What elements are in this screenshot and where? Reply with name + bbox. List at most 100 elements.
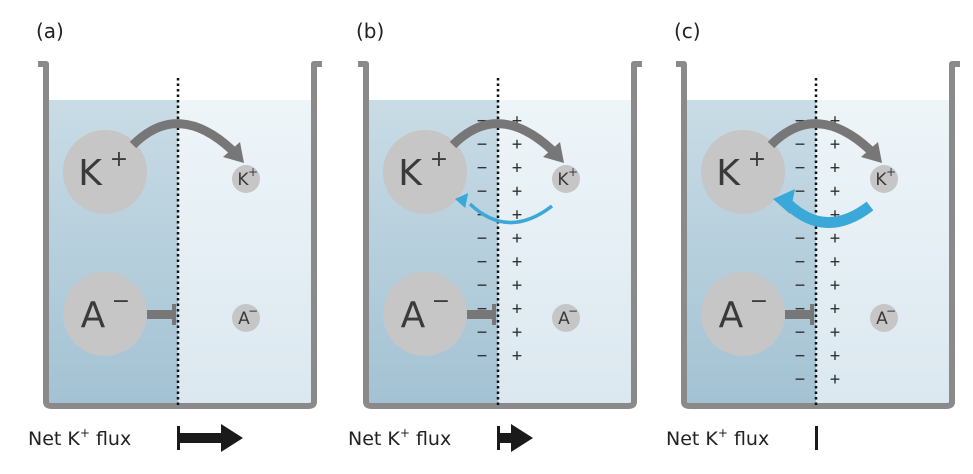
potassium-ion-charge: + — [886, 165, 896, 179]
negative-charge: − — [795, 370, 805, 390]
negative-charge: − — [795, 252, 805, 272]
flux-arrowhead — [221, 424, 243, 452]
positive-charge: + — [830, 346, 840, 366]
positive-charge: + — [512, 182, 522, 202]
diffusion-arrow — [449, 119, 556, 154]
negative-charge: − — [477, 276, 487, 296]
anion-left — [383, 272, 467, 356]
positive-charge: + — [830, 276, 840, 296]
flux-arrow-shaft — [500, 433, 514, 443]
net-flux-label-post: flux — [728, 428, 769, 450]
positive-charge: + — [512, 111, 522, 131]
anion-blocked-cap — [172, 304, 176, 325]
anion-blocked-cap — [492, 304, 496, 325]
negative-charge: − — [477, 229, 487, 249]
positive-charge: + — [512, 252, 522, 272]
potassium-ion-symbol: K — [875, 170, 887, 190]
negative-charge: − — [477, 111, 487, 131]
net-flux-label: Net K+ flux — [348, 426, 451, 450]
flux-origin-bar — [815, 426, 818, 450]
net-flux-label-sup: + — [718, 426, 728, 440]
electrical-counter-arrowhead — [455, 193, 469, 208]
negative-charge: − — [795, 158, 805, 178]
diffusion-arrow — [129, 119, 236, 154]
anion-symbol: A — [81, 295, 106, 336]
negative-charge: − — [795, 276, 805, 296]
potassium-ion-charge: + — [568, 165, 578, 179]
anion-right — [232, 304, 260, 332]
net-flux-label-sup: + — [400, 426, 410, 440]
anion-symbol: A — [401, 295, 426, 336]
anion-charge: − — [750, 289, 768, 314]
flux-arrow-shaft — [180, 433, 225, 443]
beaker — [38, 61, 322, 409]
potassium-ion-symbol: K — [716, 153, 741, 194]
potassium-ion-right — [552, 165, 580, 193]
positive-charge: + — [512, 323, 522, 343]
potassium-ion-symbol: K — [398, 153, 423, 194]
potassium-ion-charge: + — [110, 147, 128, 172]
negative-charge: − — [795, 323, 805, 343]
panel-b: (b)−+−+−+−+−+−+−+−+−+−+−+K+K+A−A−Net K+ … — [348, 19, 642, 452]
anion-left — [701, 272, 785, 356]
negative-charge: − — [477, 182, 487, 202]
positive-charge: + — [830, 111, 840, 131]
liquid-right-compartment — [498, 100, 634, 404]
positive-charge: + — [512, 205, 522, 225]
negative-charge: − — [795, 346, 805, 366]
potassium-ion-left — [383, 130, 467, 214]
potassium-ion-right — [870, 165, 898, 193]
potassium-ion-left — [63, 130, 147, 214]
positive-charge: + — [830, 323, 840, 343]
flux-origin-bar — [497, 426, 500, 450]
positive-charge: + — [830, 135, 840, 155]
potassium-ion-charge: + — [430, 147, 448, 172]
positive-charge: + — [830, 229, 840, 249]
negative-charge: − — [795, 299, 805, 319]
negative-charge: − — [795, 135, 805, 155]
positive-charge: + — [512, 276, 522, 296]
anion-right — [552, 304, 580, 332]
negative-charge: − — [795, 182, 805, 202]
positive-charge: + — [512, 299, 522, 319]
negative-charge: − — [477, 346, 487, 366]
potassium-ion-right — [232, 165, 260, 193]
net-flux-label-sup: + — [80, 426, 90, 440]
potassium-ion-left — [701, 130, 785, 214]
anion-charge: − — [886, 304, 896, 318]
potassium-ion-symbol: K — [78, 153, 103, 194]
electrical-counter-arrow — [468, 202, 554, 225]
positive-charge: + — [512, 346, 522, 366]
anion-symbol: A — [876, 309, 888, 329]
anion-charge: − — [112, 289, 130, 314]
net-flux-label-post: flux — [90, 428, 131, 450]
panel-a: (a)K+K+A−A−Net K+ flux — [28, 19, 322, 452]
positive-charge: + — [512, 135, 522, 155]
positive-charge: + — [830, 252, 840, 272]
positive-charge: + — [830, 182, 840, 202]
negative-charge: − — [477, 323, 487, 343]
net-flux-label-pre: Net K — [666, 428, 718, 450]
negative-charge: − — [477, 158, 487, 178]
flux-arrowhead — [511, 424, 533, 452]
potassium-ion-charge: + — [748, 147, 766, 172]
net-flux-label-post: flux — [410, 428, 451, 450]
negative-charge: − — [795, 111, 805, 131]
positive-charge: + — [830, 205, 840, 225]
net-flux-label: Net K+ flux — [666, 426, 769, 450]
potassium-ion-symbol: K — [557, 170, 569, 190]
diffusion-arrow — [767, 119, 874, 154]
positive-charge: + — [830, 299, 840, 319]
beaker — [676, 61, 960, 409]
anion-blocked-cap — [810, 304, 814, 325]
net-flux-label-pre: Net K — [348, 428, 400, 450]
panel-c: (c)−+−+−+−+−+−+−+−+−+−+−+−+K+K+A−A−Net K… — [666, 19, 960, 450]
anion-blocked-bar — [467, 310, 494, 319]
anion-symbol: A — [719, 295, 744, 336]
negative-charge: − — [477, 252, 487, 272]
positive-charge: + — [830, 370, 840, 390]
panel-label: (a) — [36, 19, 64, 43]
positive-charge: + — [512, 158, 522, 178]
electrical-counter-arrowhead — [773, 189, 795, 214]
